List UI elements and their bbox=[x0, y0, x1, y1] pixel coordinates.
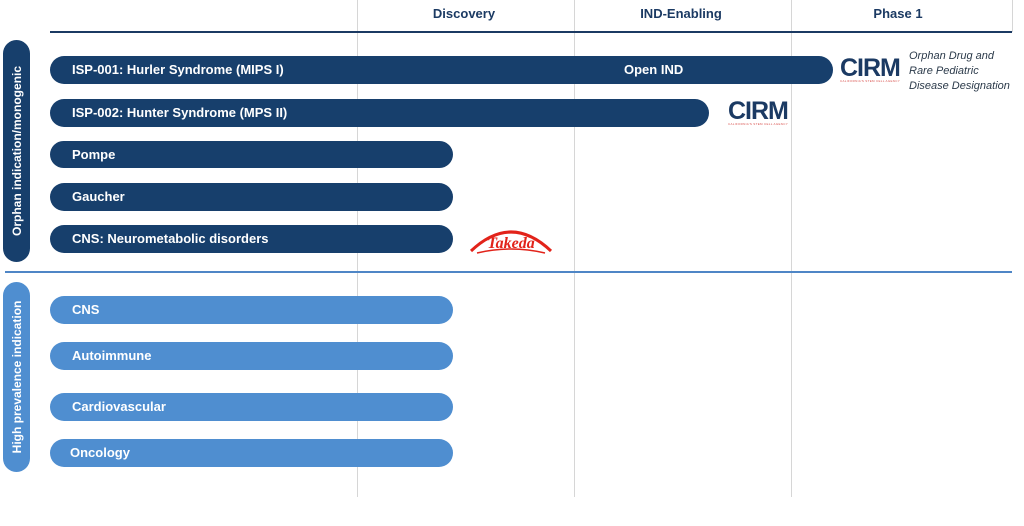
cirm-logo: CIRM CALIFORNIA'S STEM CELL AGENCY bbox=[728, 97, 789, 127]
program-label: Cardiovascular bbox=[72, 399, 166, 414]
takeda-logo: Takeda bbox=[469, 230, 553, 254]
program-bar-cns-neurometabolic: CNS: Neurometabolic disorders bbox=[50, 225, 453, 253]
column-header-discovery: Discovery bbox=[432, 6, 496, 21]
column-header-phase1: Phase 1 bbox=[873, 6, 923, 21]
program-label: ISP-002: Hunter Syndrome (MPS II) bbox=[72, 105, 288, 120]
grid-line-end bbox=[1012, 0, 1013, 32]
designation-note-line: Orphan Drug and bbox=[909, 50, 994, 62]
program-label: Pompe bbox=[72, 147, 116, 162]
header-divider bbox=[50, 31, 1012, 33]
cirm-logo-text: CIRM bbox=[840, 54, 901, 82]
group-label-orphan: Orphan indication/monogenic bbox=[3, 40, 30, 262]
designation-note-line: Rare Pediatric bbox=[909, 65, 979, 77]
group-label-prevalence: High prevalence indication bbox=[3, 282, 30, 472]
program-bar-gaucher: Gaucher bbox=[50, 183, 453, 211]
group-label-orphan-text: Orphan indication/monogenic bbox=[9, 65, 24, 237]
takeda-underline bbox=[476, 248, 546, 254]
program-bar-isp002: ISP-002: Hunter Syndrome (MPS II) bbox=[50, 99, 709, 127]
program-label: Autoimmune bbox=[72, 348, 152, 363]
program-label: CNS bbox=[72, 302, 100, 317]
column-header-ind-enabling: IND-Enabling bbox=[640, 6, 722, 21]
cirm-logo: CIRM CALIFORNIA'S STEM CELL AGENCY bbox=[840, 54, 901, 84]
program-status-open-ind: Open IND bbox=[624, 62, 684, 77]
program-bar-cardiovascular: Cardiovascular bbox=[50, 393, 453, 421]
designation-note: Orphan Drug and Rare Pediatric Disease D… bbox=[909, 49, 1019, 94]
program-bar-oncology: Oncology bbox=[50, 439, 453, 467]
program-label: Oncology bbox=[70, 445, 130, 460]
designation-note-line: Disease Designation bbox=[909, 80, 1010, 92]
takeda-logo-text: Takeda bbox=[487, 235, 534, 252]
cirm-logo-tagline: CALIFORNIA'S STEM CELL AGENCY bbox=[728, 122, 789, 126]
cirm-logo-text: CIRM bbox=[728, 97, 789, 125]
cirm-logo-tagline: CALIFORNIA'S STEM CELL AGENCY bbox=[840, 79, 901, 83]
program-bar-autoimmune: Autoimmune bbox=[50, 342, 453, 370]
takeda-arc bbox=[469, 230, 553, 253]
program-label: ISP-001: Hurler Syndrome (MIPS I) bbox=[72, 62, 284, 77]
program-label: Gaucher bbox=[72, 189, 125, 204]
program-label: CNS: Neurometabolic disorders bbox=[72, 231, 269, 246]
program-bar-isp001: ISP-001: Hurler Syndrome (MIPS I) Open I… bbox=[50, 56, 833, 84]
grid-line-ind-enabling bbox=[574, 0, 575, 497]
program-bar-cns: CNS bbox=[50, 296, 453, 324]
grid-line-phase1 bbox=[791, 0, 792, 497]
group-label-prevalence-text: High prevalence indication bbox=[9, 300, 24, 454]
group-divider bbox=[5, 271, 1012, 273]
program-bar-pompe: Pompe bbox=[50, 141, 453, 168]
